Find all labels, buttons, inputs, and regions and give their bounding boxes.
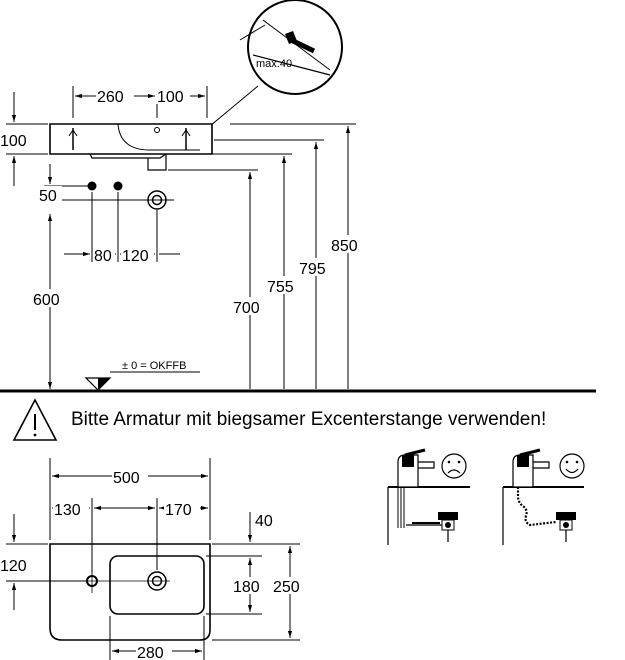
dim-rim-height: 100 xyxy=(0,133,27,150)
screw-detail: max.40 xyxy=(197,0,343,137)
dim-tap-offset: 260 xyxy=(97,89,124,106)
dim-pipe-height: 50 xyxy=(39,188,57,205)
dim-drain-level: 700 xyxy=(233,300,260,317)
faucet-icon xyxy=(397,448,435,488)
waste-valve-icon xyxy=(556,512,576,542)
rigid-rod-installation xyxy=(387,448,470,545)
elevation-view: 260 100 100 50 80 120 xyxy=(0,86,596,393)
faucet-icon xyxy=(512,448,550,488)
dim-tap-from-front: 120 xyxy=(0,558,27,575)
floor-reference: ± 0 = OKFFB xyxy=(84,360,200,391)
waste-valve-icon xyxy=(406,512,458,542)
dim-bowl-width: 280 xyxy=(137,645,164,660)
dim-drain-offset: 120 xyxy=(122,248,149,265)
dim-bowl-level: 795 xyxy=(299,261,326,278)
dim-total-depth: 250 xyxy=(273,579,300,596)
dim-tap-spacing: 100 xyxy=(157,89,184,106)
flexible-rod-installation xyxy=(502,448,585,545)
dim-supply-level: 600 xyxy=(33,292,60,309)
dim-width: 500 xyxy=(113,470,140,487)
plan-view: 500 130 170 120 40 180 250 xyxy=(0,458,308,660)
dim-drain-from-tap: 170 xyxy=(165,502,192,519)
screw-icon xyxy=(285,31,316,54)
dim-bowl-depth: 180 xyxy=(233,579,260,596)
warning-text: Bitte Armatur mit biegsamer Excenterstan… xyxy=(71,409,546,430)
dim-tap-from-left: 130 xyxy=(54,502,81,519)
floor-reference-label: ± 0 = OKFFB xyxy=(122,360,186,372)
dim-rim-level: 850 xyxy=(331,238,358,255)
smiling-face-icon xyxy=(559,453,585,479)
warning: Bitte Armatur mit biegsamer Excenterstan… xyxy=(12,398,546,441)
dim-back-edge: 40 xyxy=(255,513,273,530)
flexible-rod xyxy=(516,487,557,527)
dim-supply-spacing: 80 xyxy=(94,248,112,265)
screw-label: max.40 xyxy=(256,58,292,70)
warning-triangle-icon xyxy=(12,398,58,441)
frowning-face-icon xyxy=(441,453,467,479)
dim-underside-level: 755 xyxy=(267,279,294,296)
